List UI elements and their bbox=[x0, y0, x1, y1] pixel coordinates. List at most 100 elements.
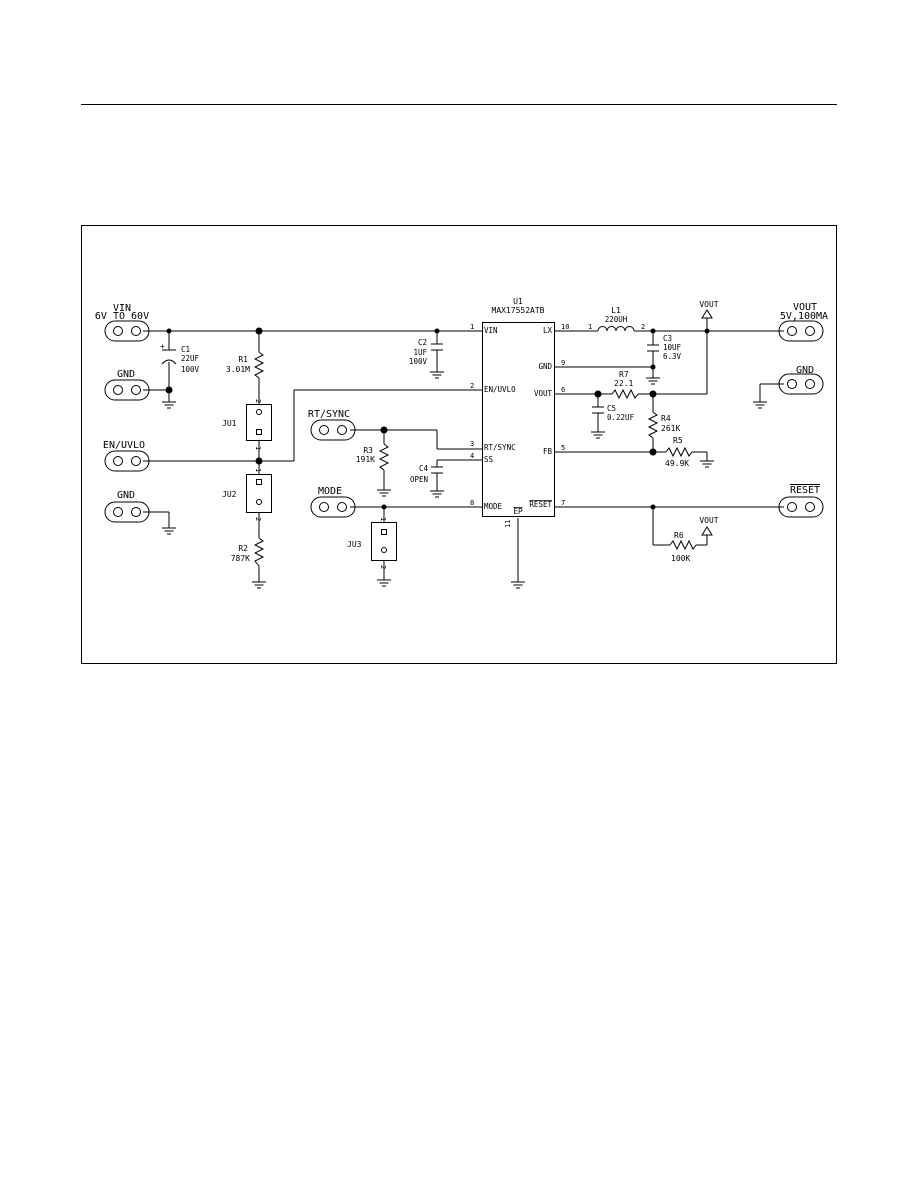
c4-capacitor: C4 OPEN bbox=[410, 464, 443, 484]
pin-name: GND bbox=[538, 362, 552, 371]
r1-ref: R1 bbox=[238, 355, 248, 364]
pin-num: 2 bbox=[470, 382, 474, 390]
r1-resistor: R1 3.01M bbox=[226, 351, 265, 379]
gnd-label-3: GND bbox=[796, 365, 814, 376]
mode-terminal bbox=[310, 496, 356, 518]
pin-name: SS bbox=[484, 455, 494, 464]
r2-resistor: R2 787K bbox=[231, 537, 265, 567]
c1-ref: C1 bbox=[181, 345, 190, 354]
pin-name: FB bbox=[543, 447, 553, 456]
ground-icon bbox=[161, 527, 177, 535]
gnd-terminal-2 bbox=[104, 501, 150, 523]
ic-ref: U1 bbox=[513, 297, 523, 306]
vout-net-label: VOUT bbox=[699, 516, 718, 525]
r4-resistor: R4 261K bbox=[647, 411, 680, 439]
en-uvlo-label: EN/UVLO bbox=[103, 440, 145, 451]
pin-name: EP bbox=[513, 507, 523, 516]
r7-resistor: R7 22.1 bbox=[611, 370, 639, 400]
l1-value: 220UH bbox=[605, 315, 628, 324]
ju3-ref: JU3 bbox=[347, 540, 362, 549]
l1-ref: L1 bbox=[611, 306, 621, 315]
pin-num: 4 bbox=[470, 452, 474, 460]
wires bbox=[143, 318, 784, 582]
c3-ref: C3 bbox=[663, 334, 672, 343]
ground-icon bbox=[645, 377, 661, 385]
mode-label: MODE bbox=[318, 486, 342, 497]
pin-num: 5 bbox=[561, 444, 565, 452]
r2-ref: R2 bbox=[238, 544, 248, 553]
reset-label: RESET bbox=[790, 485, 820, 496]
vout-arrow-icon: VOUT bbox=[699, 516, 719, 536]
r2-value: 787K bbox=[231, 554, 250, 563]
r7-ref: R7 bbox=[619, 370, 629, 379]
pin-num: 8 bbox=[470, 499, 474, 507]
pin-name: RT/SYNC bbox=[484, 443, 516, 452]
junction-dots bbox=[165, 327, 710, 510]
c4-value: OPEN bbox=[410, 475, 428, 484]
c5-ref: C5 bbox=[607, 404, 616, 413]
pin-name: VIN bbox=[484, 326, 498, 335]
c1-capacitor: + C1 22UF 100V bbox=[160, 342, 200, 374]
en-uvlo-terminal bbox=[104, 450, 150, 472]
c3-value: 10UF bbox=[663, 343, 682, 352]
ground-icon bbox=[429, 371, 445, 379]
r7-value: 22.1 bbox=[614, 379, 633, 388]
pin-num: 11 bbox=[504, 520, 512, 528]
pin-name: RESET bbox=[529, 500, 552, 509]
pin-num: 3 bbox=[470, 440, 474, 448]
ju2-jumper: JU2 1 2 bbox=[222, 468, 272, 521]
r4-value: 261K bbox=[661, 424, 680, 433]
c1-voltage: 100V bbox=[181, 365, 200, 374]
c1-value: 22UF bbox=[181, 354, 200, 363]
rt-sync-label: RT/SYNC bbox=[308, 409, 350, 420]
r5-resistor: R5 49.9K bbox=[665, 436, 693, 468]
l1-pin1: 1 bbox=[588, 323, 592, 331]
vout-rating-label: 5V,100MA bbox=[780, 311, 828, 322]
c2-voltage: 100V bbox=[409, 357, 428, 366]
c3-voltage: 6.3V bbox=[663, 352, 682, 361]
c3-capacitor: C3 10UF 6.3V bbox=[647, 334, 682, 361]
ju1-jumper: JU1 2 1 bbox=[222, 399, 272, 450]
vout-terminal bbox=[778, 320, 824, 342]
gnd-label-1: GND bbox=[117, 369, 135, 380]
l1-pin2: 2 bbox=[641, 323, 645, 331]
ground-icon bbox=[752, 401, 768, 409]
r5-value: 49.9K bbox=[665, 459, 689, 468]
ground-icon bbox=[429, 490, 445, 498]
c2-value: 1UF bbox=[413, 348, 427, 357]
ground-icon bbox=[510, 581, 526, 589]
u1-ic: U1 MAX17552ATB 1 VIN 2 EN/UVLO 3 RT/SYNC… bbox=[470, 297, 569, 528]
c2-ref: C2 bbox=[418, 338, 427, 347]
pin-name: MODE bbox=[484, 502, 503, 511]
c2-capacitor: C2 1UF 100V bbox=[409, 338, 443, 366]
ic-part: MAX17552ATB bbox=[492, 306, 545, 315]
c1-polarity: + bbox=[160, 342, 165, 351]
ground-icon bbox=[251, 581, 267, 589]
ju1-pin2: 2 bbox=[254, 399, 262, 403]
c4-ref: C4 bbox=[419, 464, 429, 473]
r3-ref: R3 bbox=[363, 446, 373, 455]
pin-num: 10 bbox=[561, 323, 569, 331]
gnd-label-2: GND bbox=[117, 490, 135, 501]
pin-num: 1 bbox=[470, 323, 474, 331]
ju2-ref: JU2 bbox=[222, 490, 237, 499]
vout-net-label: VOUT bbox=[699, 300, 718, 309]
r1-value: 3.01M bbox=[226, 365, 250, 374]
header-rule bbox=[81, 104, 837, 105]
r6-value: 100K bbox=[671, 554, 690, 563]
gnd-terminal-3 bbox=[778, 373, 824, 395]
vin-range-label: 6V TO 60V bbox=[95, 311, 149, 322]
pin-name: LX bbox=[543, 326, 553, 335]
l1-inductor: L1 220UH 1 2 bbox=[588, 306, 645, 332]
vin-label: VIN bbox=[113, 303, 131, 314]
ju1-ref: JU1 bbox=[222, 419, 237, 428]
ju3-jumper: JU3 1 2 bbox=[347, 517, 397, 569]
pin-name: EN/UVLO bbox=[484, 385, 516, 394]
ju3-pin2: 2 bbox=[379, 565, 387, 569]
vin-terminal bbox=[104, 320, 150, 342]
r4-ref: R4 bbox=[661, 414, 671, 423]
vout-label: VOUT bbox=[793, 302, 817, 313]
ground-icon bbox=[376, 579, 392, 587]
ground-icon bbox=[376, 489, 392, 497]
